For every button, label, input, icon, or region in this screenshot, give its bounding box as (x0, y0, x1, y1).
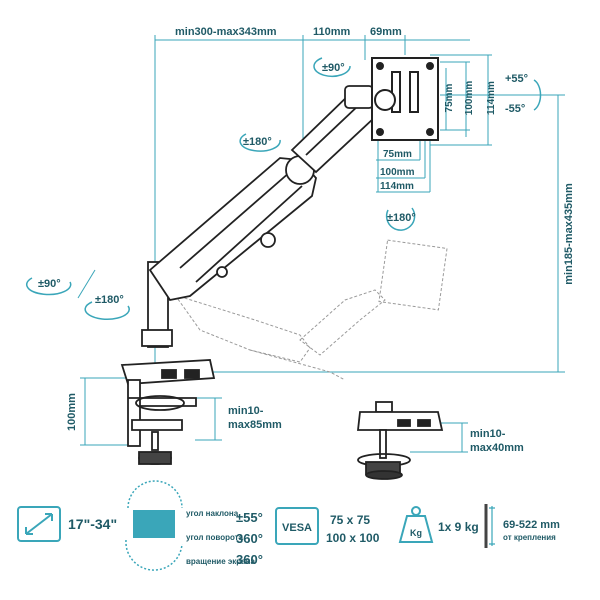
ghost-arm (173, 239, 448, 381)
vesa-sizes-1: 75 x 75 (330, 513, 370, 527)
head-swivel (344, 85, 374, 109)
screen-size-icon (17, 506, 61, 542)
monitor-tilt-icon (133, 510, 175, 538)
spec-strip: 17"-34" угол наклона угол поворота враще… (17, 480, 560, 571)
top-reach-label: min300-max343mm (175, 26, 277, 38)
tilt-up-label: +55° (505, 73, 528, 85)
reach-value: 69-522 mm (503, 519, 560, 531)
desk-clamp (120, 359, 216, 465)
segment-69-label: 69mm (370, 26, 402, 38)
vesa-badge: VESA (282, 522, 312, 534)
rotation-labels: ±90° ±180° ±180° ±90° ±180° (38, 62, 416, 306)
left-rot-label: ±180° (95, 294, 124, 306)
dimension-lines (77, 35, 565, 453)
vesa-w-114-label: 114mm (380, 181, 414, 192)
tilt-down-label: -55° (505, 103, 525, 115)
tilt-value: ±55° (236, 510, 263, 525)
grommet-range-label-2: max40mm (470, 442, 524, 454)
weight-icon (398, 515, 434, 543)
vesa-w-100-label: 100mm (380, 167, 415, 178)
swivel-value: 360° (236, 552, 263, 567)
swivel-head-label: ±90° (322, 62, 345, 74)
tension-knob (260, 232, 276, 248)
segment-110-label: 110mm (313, 26, 351, 38)
height-range-label: min185-max435mm (563, 183, 575, 285)
vesa-plate (371, 57, 439, 141)
clamp-range-label-2: max85mm (228, 419, 282, 431)
grommet-base (356, 401, 444, 480)
screen-size-value: 17"-34" (68, 516, 117, 532)
vesa-sizes-2: 100 x 100 (326, 531, 380, 545)
grommet-range-label: min10- (470, 428, 506, 440)
lower-arm (148, 157, 317, 302)
rot-arm-label: ±180° (243, 136, 272, 148)
rotate-label: угол поворота (186, 533, 244, 542)
arm-collar (141, 329, 173, 347)
dimension-labels: min300-max343mm 110mm 69mm 75mm 100mm 11… (66, 26, 575, 454)
vesa-h-114-label: 114mm (486, 81, 497, 115)
base-height-label: 100mm (66, 393, 78, 431)
tilt-label: угол наклона (186, 509, 239, 518)
clamp-range-label: min10- (228, 405, 264, 417)
rot-head-label: ±180° (387, 212, 416, 224)
swivel-label: вращение экрана (186, 557, 255, 566)
rotate-value: 360° (236, 531, 263, 546)
left-swivel-label: ±90° (38, 278, 61, 290)
weight-badge: Kg (410, 528, 422, 538)
vesa-icon (275, 507, 319, 545)
rotation-badges (25, 57, 542, 320)
main-arm (141, 85, 382, 348)
reach-label: от крепления (503, 533, 556, 542)
vesa-w-75-label: 75mm (383, 149, 412, 160)
vesa-h-75-label: 75mm (444, 83, 455, 112)
weight-value: 1x 9 kg (438, 520, 479, 534)
vesa-h-100-label: 100mm (464, 81, 475, 116)
